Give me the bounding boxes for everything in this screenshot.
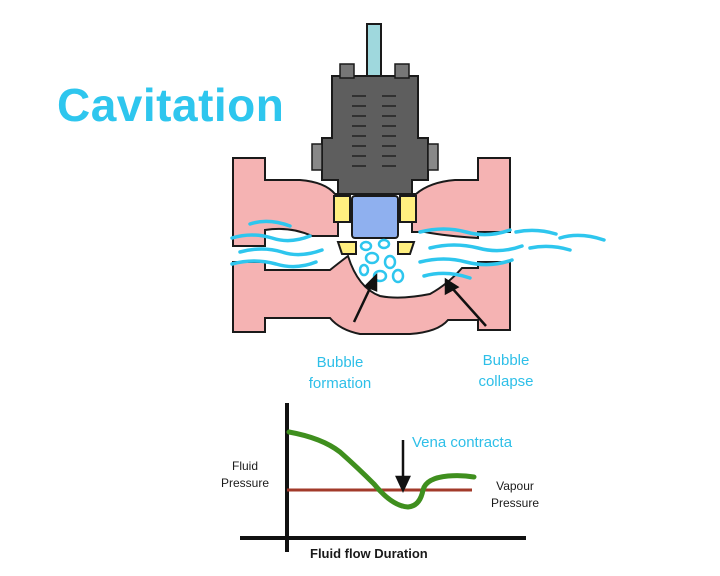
flow-streaks (230, 219, 606, 280)
seat-lip-right (397, 241, 416, 255)
fluid-pressure-line2: Pressure (220, 476, 270, 490)
seat-ring-left (333, 195, 351, 223)
seat-ring-right (399, 195, 417, 223)
vapour-pressure-line1: Vapour (496, 479, 534, 493)
vapour-pressure-label: Vapour Pressure (480, 478, 550, 512)
seat-lip-left (336, 241, 357, 255)
cavitation-bubbles (358, 238, 405, 284)
fluid-pressure-line1: Fluid (231, 459, 258, 473)
vapour-pressure-line2: Pressure (490, 496, 540, 510)
page-title: Cavitation (57, 79, 285, 131)
x-axis-label: Fluid flow Duration (310, 546, 428, 561)
bubble-collapse-line2: collapse (478, 373, 534, 390)
valve-body-upper-right (411, 157, 511, 240)
bubble-formation-label: Bubble formation (290, 352, 390, 394)
down-arrow-icon (395, 440, 411, 493)
fluid-pressure-curve (286, 429, 477, 510)
bubble-collapse-label: Bubble collapse (456, 350, 556, 392)
valve-plug (351, 195, 399, 239)
fluid-pressure-label: Fluid Pressure (210, 458, 280, 492)
vena-contracta-label: Vena contracta (412, 434, 513, 451)
bonnet-bolt-right (427, 143, 439, 171)
pointer-arrow-icon (352, 272, 487, 327)
bubble-collapse-line1: Bubble (482, 352, 530, 369)
bonnet-cap-right (394, 63, 410, 79)
bubble-formation-line2: formation (308, 375, 372, 392)
bonnet-bolt-left (311, 143, 323, 171)
packing-rings (352, 95, 396, 167)
bubble-formation-line1: Bubble (316, 354, 364, 371)
bonnet-cap-left (339, 63, 355, 79)
